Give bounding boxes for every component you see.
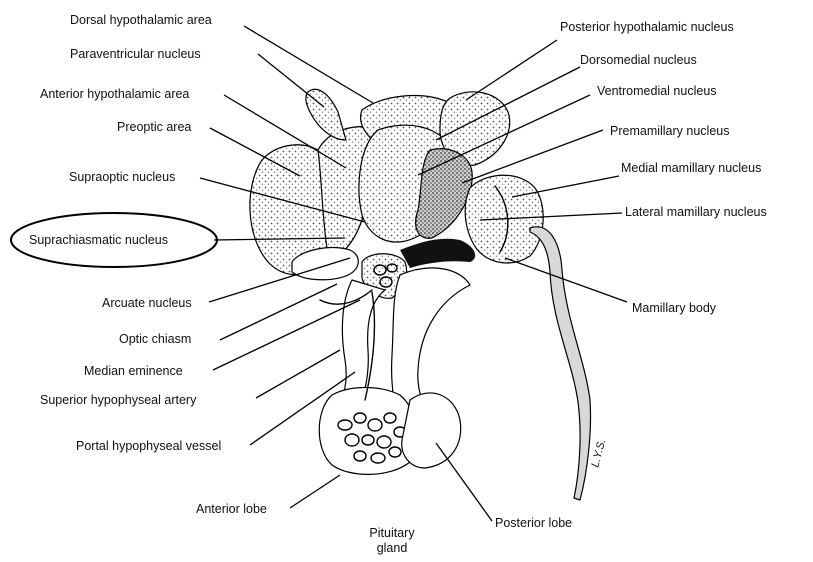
hypothalamus-drawing: L.Y.S. bbox=[250, 89, 608, 500]
label-portal-hypophyseal-vessel: Portal hypophyseal vessel bbox=[76, 439, 221, 453]
label-median-eminence: Median eminence bbox=[84, 364, 183, 378]
label-premamillary-nucleus: Premamillary nucleus bbox=[610, 124, 729, 138]
ventral-dark-shading bbox=[400, 239, 475, 268]
label-dorsal-hypothalamic-area: Dorsal hypothalamic area bbox=[70, 13, 212, 27]
label-dorsomedial-nucleus: Dorsomedial nucleus bbox=[580, 53, 697, 67]
label-paraventricular-nucleus: Paraventricular nucleus bbox=[70, 47, 201, 61]
label-mamillary-body: Mamillary body bbox=[632, 301, 717, 315]
label-preoptic-area: Preoptic area bbox=[117, 120, 191, 134]
label-lateral-mamillary-nucleus: Lateral mamillary nucleus bbox=[625, 205, 767, 219]
label-ventromedial-nucleus: Ventromedial nucleus bbox=[597, 84, 717, 98]
label-posterior-hypothalamic-nucleus: Posterior hypothalamic nucleus bbox=[560, 20, 734, 34]
label-anterior-hypothalamic-area: Anterior hypothalamic area bbox=[40, 87, 189, 101]
label-anterior-lobe: Anterior lobe bbox=[196, 502, 267, 516]
anterior-lobe-shape bbox=[319, 388, 416, 475]
artist-signature: L.Y.S. bbox=[589, 438, 608, 469]
fornix-tract bbox=[530, 227, 591, 500]
label-arcuate-nucleus: Arcuate nucleus bbox=[102, 296, 192, 310]
label-optic-chiasm: Optic chiasm bbox=[119, 332, 191, 346]
label-posterior-lobe: Posterior lobe bbox=[495, 516, 572, 530]
label-pituitary-gland-line1: Pituitary bbox=[369, 526, 415, 540]
ventromedial-shape bbox=[416, 149, 472, 239]
label-supraoptic-nucleus: Supraoptic nucleus bbox=[69, 170, 175, 184]
label-suprachiasmatic-nucleus: Suprachiasmatic nucleus bbox=[29, 233, 168, 247]
label-superior-hypophyseal-artery: Superior hypophyseal artery bbox=[40, 393, 197, 407]
label-medial-mamillary-nucleus: Medial mamillary nucleus bbox=[621, 161, 761, 175]
label-pituitary-gland-line2: gland bbox=[377, 541, 408, 555]
posterior-lobe-shape bbox=[402, 393, 461, 468]
